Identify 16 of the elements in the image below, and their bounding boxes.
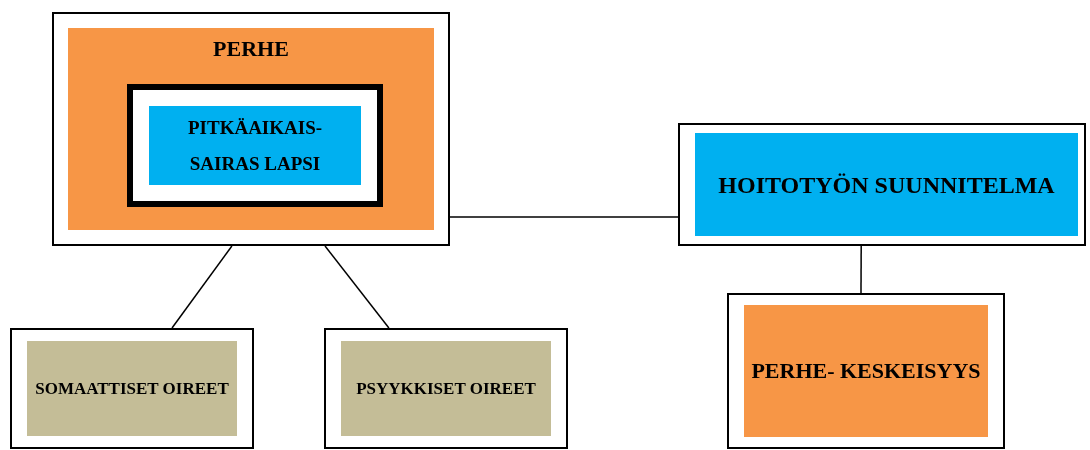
- node-label: PERHE: [213, 35, 289, 63]
- connector-line: [171, 245, 233, 329]
- node-label: PSYYKKISET OIREET: [356, 377, 536, 400]
- connector-line: [860, 245, 862, 294]
- node-label: HOITOTYÖN SUUNNITELMA: [718, 170, 1055, 200]
- node-label: PERHE- KESKEISYYS: [751, 357, 981, 385]
- connector-line: [324, 245, 390, 329]
- node-frame: [324, 328, 568, 449]
- node-frame: [727, 293, 1005, 449]
- connector-line: [449, 216, 679, 218]
- node-label: PITKÄAIKAIS- SAIRAS LAPSI: [186, 115, 324, 176]
- node-label: SOMAATTISET OIREET: [35, 377, 229, 400]
- node-frame: [10, 328, 254, 449]
- node-frame: [678, 123, 1086, 246]
- node-frame: [127, 84, 383, 207]
- node-frame: [52, 12, 450, 246]
